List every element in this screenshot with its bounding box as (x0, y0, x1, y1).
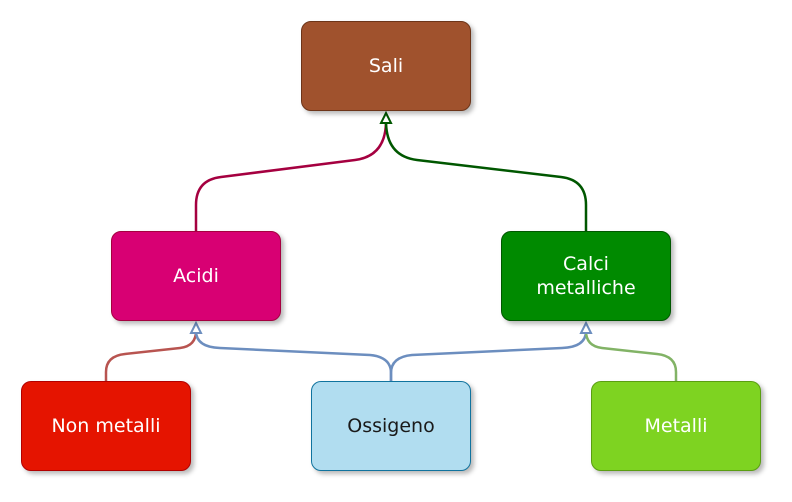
node-metalli[interactable]: Metalli (591, 381, 761, 471)
node-sali[interactable]: Sali (301, 21, 471, 111)
arrowhead-acidi (189, 320, 203, 334)
edge-ossigeno-calci (389, 325, 588, 381)
node-metalli-label: Metalli (644, 415, 708, 437)
node-sali-label: Sali (368, 55, 404, 77)
node-non-metalli-label: Non metalli (51, 415, 161, 437)
arrowhead-sali (379, 110, 393, 124)
node-calci-metalliche-label: Calci metalliche (536, 253, 636, 299)
node-ossigeno[interactable]: Ossigeno (311, 381, 471, 471)
edge-ossigeno-acidi (194, 325, 393, 381)
arrowhead-calci (579, 320, 593, 334)
node-ossigeno-label: Ossigeno (347, 415, 435, 437)
node-non-metalli[interactable]: Non metalli (21, 381, 191, 471)
edge-nonmetalli-acidi (104, 325, 198, 381)
edge-acidi-sali (194, 115, 388, 231)
node-acidi[interactable]: Acidi (111, 231, 281, 321)
edge-metalli-calci (584, 325, 678, 381)
node-acidi-label: Acidi (173, 265, 219, 287)
node-calci-metalliche[interactable]: Calci metalliche (501, 231, 671, 321)
edge-calci-sali (384, 115, 588, 231)
